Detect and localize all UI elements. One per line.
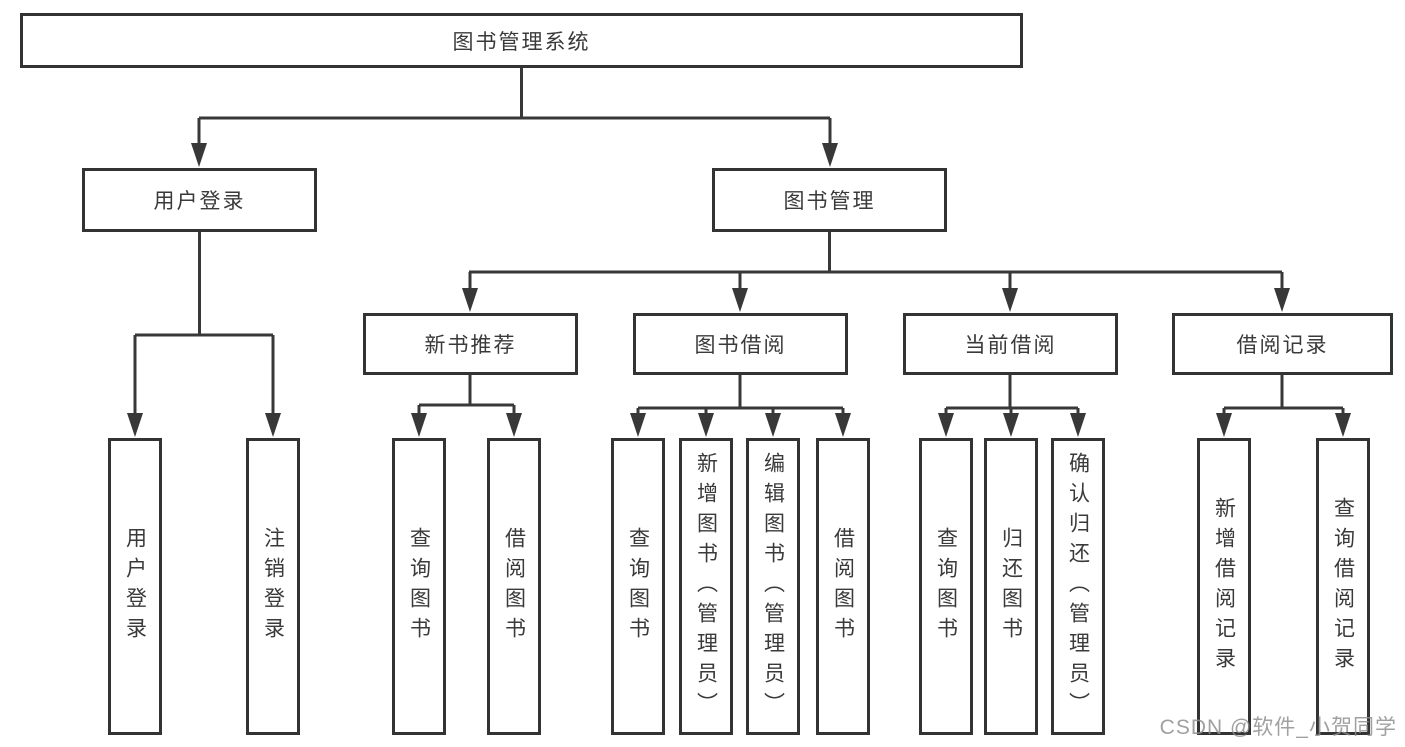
leaf-label: 编辑图书（管理员） xyxy=(761,451,785,722)
node-book-management-label: 图书管理 xyxy=(783,190,876,213)
node-leaf-query-books-3: 查询图书 xyxy=(919,438,973,735)
node-leaf-edit-books-admin: 编辑图书（管理员） xyxy=(746,438,800,735)
connector-records-leaves xyxy=(1222,375,1345,415)
leaf-label: 新增借阅记录 xyxy=(1212,496,1236,677)
node-leaf-query-books-1: 查询图书 xyxy=(392,438,446,735)
connector-root-to-level2 xyxy=(197,68,832,145)
node-leaf-borrow-books-2: 借阅图书 xyxy=(816,438,870,735)
node-leaf-query-borrow-record: 查询借阅记录 xyxy=(1316,438,1370,735)
connector-newbooks-leaves xyxy=(417,375,516,415)
arrowhead-icon xyxy=(1216,413,1232,437)
node-current-borrowing: 当前借阅 xyxy=(903,313,1118,375)
arrowhead-icon xyxy=(1070,413,1086,437)
leaf-label: 查询图书 xyxy=(626,526,650,647)
arrowhead-icon xyxy=(698,413,714,437)
leaf-label: 查询图书 xyxy=(407,526,431,647)
connector-login-leaves xyxy=(133,232,275,415)
node-leaf-query-books-2: 查询图书 xyxy=(611,438,665,735)
arrowhead-icon xyxy=(462,288,478,312)
leaf-label: 归还图书 xyxy=(999,526,1023,647)
node-current-borrowing-label: 当前借阅 xyxy=(964,334,1057,357)
leaf-label: 查询图书 xyxy=(934,526,958,647)
node-leaf-confirm-return-admin: 确认归还（管理员） xyxy=(1051,438,1105,735)
leaf-label: 借阅图书 xyxy=(502,526,526,647)
node-book-borrowing: 图书借阅 xyxy=(633,313,848,375)
node-leaf-logout: 注销登录 xyxy=(246,438,300,735)
leaf-label: 查询借阅记录 xyxy=(1331,496,1355,677)
leaf-label: 确认归还（管理员） xyxy=(1066,451,1090,722)
node-new-book-recommend-label: 新书推荐 xyxy=(424,334,517,357)
node-borrowing-records: 借阅记录 xyxy=(1172,313,1393,375)
node-leaf-borrow-books-1: 借阅图书 xyxy=(487,438,541,735)
node-user-login: 用户登录 xyxy=(82,168,317,232)
arrowhead-icon xyxy=(1335,413,1351,437)
node-leaf-add-books-admin: 新增图书（管理员） xyxy=(679,438,733,735)
csdn-watermark: CSDN @软件_小贺同学 xyxy=(1159,716,1397,739)
connector-management-to-level3 xyxy=(468,232,1284,290)
leaf-label: 用户登录 xyxy=(123,526,147,647)
arrowhead-icon xyxy=(822,143,838,167)
arrowhead-icon xyxy=(127,413,143,437)
connector-current-leaves xyxy=(944,375,1080,415)
arrowhead-icon xyxy=(835,413,851,437)
leaf-label: 借阅图书 xyxy=(831,526,855,647)
node-user-login-label: 用户登录 xyxy=(153,190,246,213)
node-new-book-recommend: 新书推荐 xyxy=(363,313,578,375)
arrowhead-icon xyxy=(1003,413,1019,437)
arrowhead-icon xyxy=(265,413,281,437)
arrowhead-icon xyxy=(938,413,954,437)
arrowhead-icon xyxy=(630,413,646,437)
arrowhead-icon xyxy=(411,413,427,437)
node-root-label: 图书管理系统 xyxy=(452,30,591,54)
arrowhead-icon xyxy=(191,143,207,167)
node-leaf-return-books: 归还图书 xyxy=(984,438,1038,735)
node-leaf-user-login: 用户登录 xyxy=(108,438,162,735)
node-borrowing-records-label: 借阅记录 xyxy=(1236,334,1329,357)
node-book-management: 图书管理 xyxy=(712,168,947,232)
arrowhead-icon xyxy=(765,413,781,437)
leaf-label: 新增图书（管理员） xyxy=(694,451,718,722)
arrowhead-icon xyxy=(732,288,748,312)
node-book-borrowing-label: 图书借阅 xyxy=(694,334,787,357)
arrowhead-icon xyxy=(1274,288,1290,312)
leaf-label: 注销登录 xyxy=(261,526,285,647)
connector-borrow-leaves xyxy=(636,375,845,415)
node-leaf-add-borrow-record: 新增借阅记录 xyxy=(1197,438,1251,735)
arrowhead-icon xyxy=(1002,288,1018,312)
node-root: 图书管理系统 xyxy=(20,13,1023,68)
arrowhead-icon xyxy=(506,413,522,437)
